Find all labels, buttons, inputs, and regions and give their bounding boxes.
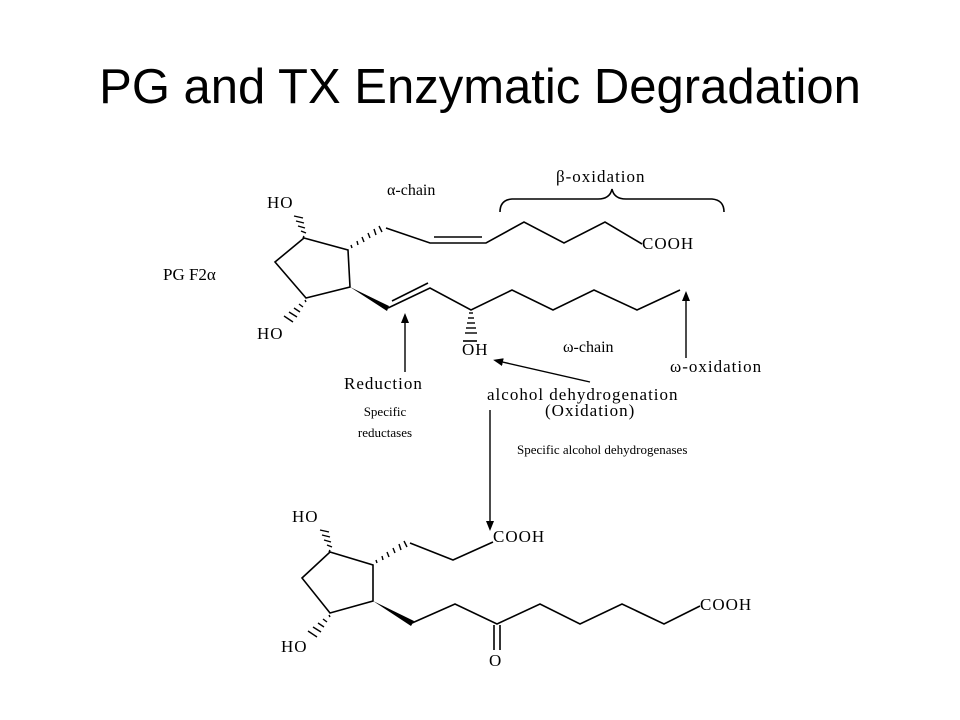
- bottom-ho-upper-hashed-bond: [319, 529, 333, 553]
- top-omega-trans-double-bond: [391, 282, 429, 302]
- top-cooh-label: COOH: [642, 234, 694, 253]
- specific-alcohol-dehydrogenases-label: Specific alcohol dehydrogenases: [517, 442, 687, 457]
- bottom-molecule: HO HO COOH O COOH: [281, 507, 752, 670]
- reduction-label: Reduction: [344, 374, 423, 393]
- alpha-chain-label: α-chain: [387, 182, 435, 199]
- bottom-cyclopentane-ring: [300, 551, 374, 614]
- bottom-cooh-upper-label: COOH: [493, 527, 545, 546]
- specific-reductases-line2: reductases: [358, 425, 412, 440]
- bottom-upper-hashed-bond: [375, 540, 408, 564]
- specific-reductases-line1: Specific: [364, 404, 407, 419]
- top-cyclopentane-ring: [273, 237, 351, 299]
- top-ho-upper-hashed-bond: [293, 215, 307, 239]
- top-oh-label: OH: [462, 340, 489, 359]
- bottom-ho-upper-label: HO: [292, 507, 319, 526]
- top-ho-lower-hashed-bond: [283, 299, 307, 323]
- bottom-cooh-lower-label: COOH: [700, 595, 752, 614]
- top-ho-upper-label: HO: [267, 193, 294, 212]
- omega-chain-label: ω-chain: [563, 339, 614, 356]
- top-ho-lower-label: HO: [257, 324, 284, 343]
- top-omega-chain: [387, 287, 681, 311]
- oxidation-label: (Oxidation): [545, 401, 635, 420]
- top-molecule: HO HO PG F2α COOH: [163, 193, 694, 359]
- bottom-keto-label: O: [489, 651, 501, 670]
- bottom-lower-bold-wedge: [373, 601, 414, 626]
- alcohol-dehydrogenation-label: alcohol dehydrogenation: [487, 385, 679, 404]
- bottom-upper-chain: [409, 541, 494, 561]
- omega-oxidation-label: ω-oxidation: [670, 357, 762, 376]
- pgf2alpha-label: PG F2α: [163, 265, 216, 284]
- top-alpha-chain: [385, 221, 643, 245]
- top-alpha-hashed-bond: [350, 225, 383, 249]
- top-omega-bold-wedge: [350, 287, 389, 311]
- beta-oxidation-label: β-oxidation: [556, 167, 646, 186]
- bottom-lower-chain: [411, 603, 701, 625]
- top-oh-hashed-bond: [465, 312, 477, 334]
- pgf2alpha-name: PG F2α: [163, 265, 216, 284]
- bottom-ho-lower-hashed-bond: [307, 614, 331, 638]
- dehydrogenation-arrow: [493, 358, 591, 383]
- bottom-ho-lower-label: HO: [281, 637, 308, 656]
- beta-oxidation-brace: [499, 188, 725, 213]
- slide-title: PG and TX Enzymatic Degradation: [99, 60, 861, 114]
